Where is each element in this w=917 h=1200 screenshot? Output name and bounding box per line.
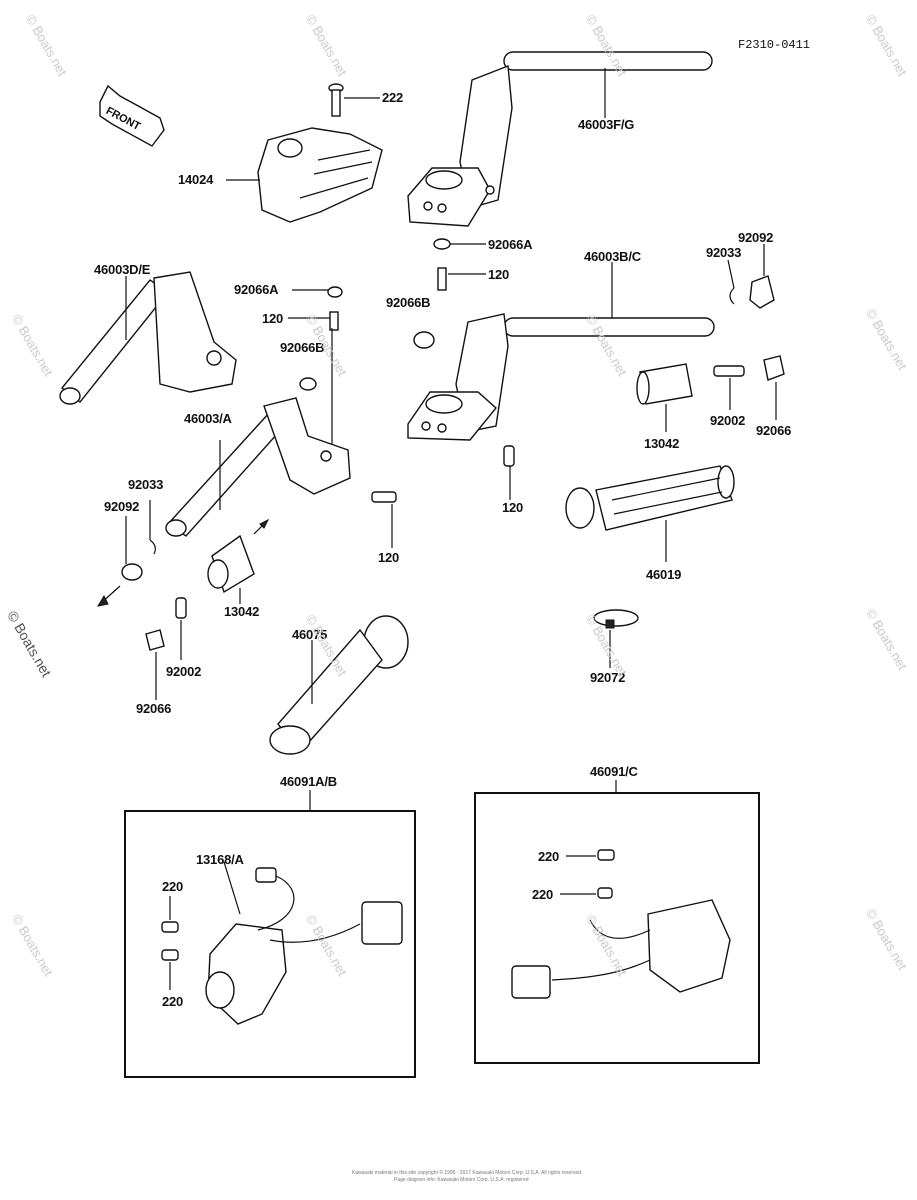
label-46019: 46019 (646, 567, 682, 582)
switch-46091c-icon (511, 780, 731, 999)
label-222: 222 (382, 90, 404, 105)
label-46003bc: 46003B/C (584, 249, 641, 264)
footer-info: Page diagram info: Kawasaki Motors Corp.… (394, 1177, 529, 1183)
label-13168a: 13168/A (196, 852, 244, 867)
label-92066b-right: 92066B (386, 295, 431, 310)
switch-46091ab-icon (161, 790, 403, 1025)
fasteners-left-icon (145, 597, 187, 700)
label-92066-right: 92066 (756, 423, 792, 438)
label-46091ab: 46091A/B (280, 774, 337, 789)
label-220-b: 220 (162, 994, 184, 1009)
label-92066a-left: 92066A (234, 282, 279, 297)
label-92066a-right: 92066A (488, 237, 533, 252)
handlebar-46003de-icon (59, 271, 237, 405)
label-92066-left: 92066 (136, 701, 172, 716)
label-92072: 92072 (590, 670, 626, 685)
bar-end-weight-13042-left-icon (207, 518, 270, 604)
label-220-a: 220 (162, 879, 184, 894)
label-92033-left: 92033 (128, 477, 164, 492)
label-46003a: 46003/A (184, 411, 232, 426)
label-13042-left: 13042 (224, 604, 260, 619)
label-46003de: 46003D/E (94, 262, 151, 277)
label-92092-right: 92092 (738, 230, 774, 245)
label-46003fg: 46003F/G (578, 117, 635, 132)
small-fasteners-center-icon (288, 286, 343, 448)
label-92002-left: 92002 (166, 664, 202, 679)
label-120-top: 120 (488, 267, 510, 282)
clamp-cover-14024-icon (226, 127, 383, 223)
label-13042-right: 13042 (644, 436, 680, 451)
band-92072-icon (593, 609, 639, 668)
handlebar-46003fg-icon (407, 51, 713, 227)
front-arrow-icon (99, 84, 165, 147)
bar-end-weight-13042-right-icon (636, 363, 693, 432)
handlebar-46003a-icon (165, 397, 397, 548)
label-14024: 14024 (178, 172, 214, 187)
footer-copyright: Kawasaki material in this site copyright… (352, 1170, 583, 1176)
label-92033-right: 92033 (706, 245, 742, 260)
throttle-grip-46019-icon (565, 465, 735, 562)
label-220-c: 220 (538, 849, 560, 864)
diagram-code: F2310-0411 (738, 38, 811, 52)
end-cap-left-icon (96, 500, 156, 607)
label-92092-left: 92092 (104, 499, 140, 514)
label-120-mid: 120 (502, 500, 524, 515)
fasteners-right-icon (713, 355, 785, 420)
label-92066b-left: 92066B (280, 340, 325, 355)
label-46075: 46075 (292, 627, 328, 642)
switch-46091ab-frame (124, 810, 416, 1078)
label-120-left: 120 (262, 311, 284, 326)
switch-46091c-frame (474, 792, 760, 1064)
label-46091c: 46091/C (590, 764, 638, 779)
end-cap-right-icon (727, 244, 775, 309)
label-220-d: 220 (532, 887, 554, 902)
handlebar-46003bc-icon (407, 238, 715, 500)
label-120-bottom: 120 (378, 550, 400, 565)
label-92002-right: 92002 (710, 413, 746, 428)
bolt-222-icon (328, 83, 380, 117)
grip-46075-icon (269, 615, 409, 755)
